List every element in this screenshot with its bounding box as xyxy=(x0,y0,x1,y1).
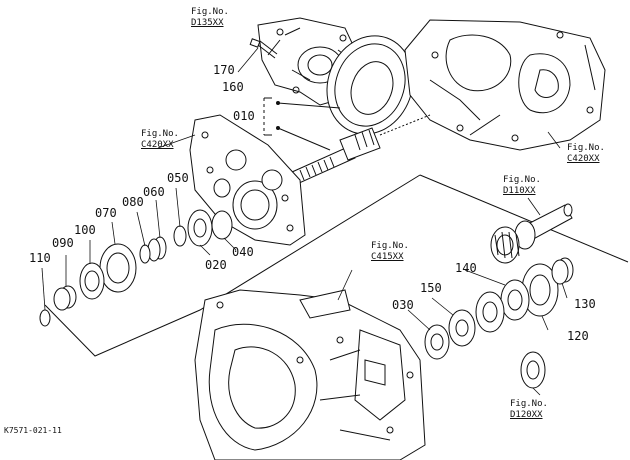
part-label-010: 010 xyxy=(233,109,255,123)
part-label-080: 080 xyxy=(122,195,144,209)
main-shaft-part xyxy=(291,114,431,185)
countershaft-assembly xyxy=(490,203,573,264)
fig-ref-right-mid: Fig.No. D110XX xyxy=(503,175,541,196)
snap-ring-part-110 xyxy=(39,309,51,327)
leader-line-c415 xyxy=(337,269,353,301)
leader-lines-right xyxy=(407,131,568,396)
gear-part-140 xyxy=(500,279,530,321)
bottom-housing-part xyxy=(194,289,426,460)
part-label-140: 140 xyxy=(455,261,477,275)
fig-ref-bottom: Fig.No. D120XX xyxy=(510,399,548,420)
part-label-130: 130 xyxy=(574,297,596,311)
gear-stack-left xyxy=(39,209,233,327)
part-label-030: 030 xyxy=(392,298,414,312)
washer-part-050 xyxy=(173,225,187,247)
bearing-part-030 xyxy=(424,324,450,360)
gear-part-d120 xyxy=(520,351,546,389)
bearing-part-160-lower xyxy=(448,309,476,347)
part-label-150: 150 xyxy=(420,281,442,295)
part-label-110: 110 xyxy=(29,251,51,265)
leader-lines-left xyxy=(41,47,259,311)
bearing-part-130 xyxy=(551,257,574,285)
reference-bracket-010 xyxy=(263,97,341,151)
part-label-050: 050 xyxy=(167,171,189,185)
bolt-part-170 xyxy=(249,38,278,59)
part-label-120: 120 xyxy=(567,329,589,343)
part-label-040: 040 xyxy=(232,245,254,259)
collar-part-080 xyxy=(139,244,151,264)
part-label-160: 160 xyxy=(222,80,244,94)
fig-ref-top: Fig.No. D135XX xyxy=(191,7,229,28)
ring-gear-part xyxy=(326,35,414,135)
part-label-070: 070 xyxy=(95,206,117,220)
part-label-060: 060 xyxy=(143,185,165,199)
assembly-boundary-line-lower xyxy=(44,174,421,357)
fig-ref-center: Fig.No. C415XX xyxy=(371,241,409,262)
right-upper-housing-part xyxy=(404,19,606,151)
drawing-id: K7571-021-11 xyxy=(4,426,62,435)
ring-part-040 xyxy=(211,210,233,240)
fig-ref-left: Fig.No. C420XX xyxy=(141,129,179,150)
part-label-020: 020 xyxy=(205,258,227,272)
gear-part-150 xyxy=(475,291,505,333)
assembly-boundary-line xyxy=(419,174,629,263)
part-label-090: 090 xyxy=(52,236,74,250)
part-label-100: 100 xyxy=(74,223,96,237)
fig-ref-right-top: Fig.No. C420XX xyxy=(567,143,605,164)
leader-line-c420-left xyxy=(157,134,196,149)
part-label-170: 170 xyxy=(213,63,235,77)
